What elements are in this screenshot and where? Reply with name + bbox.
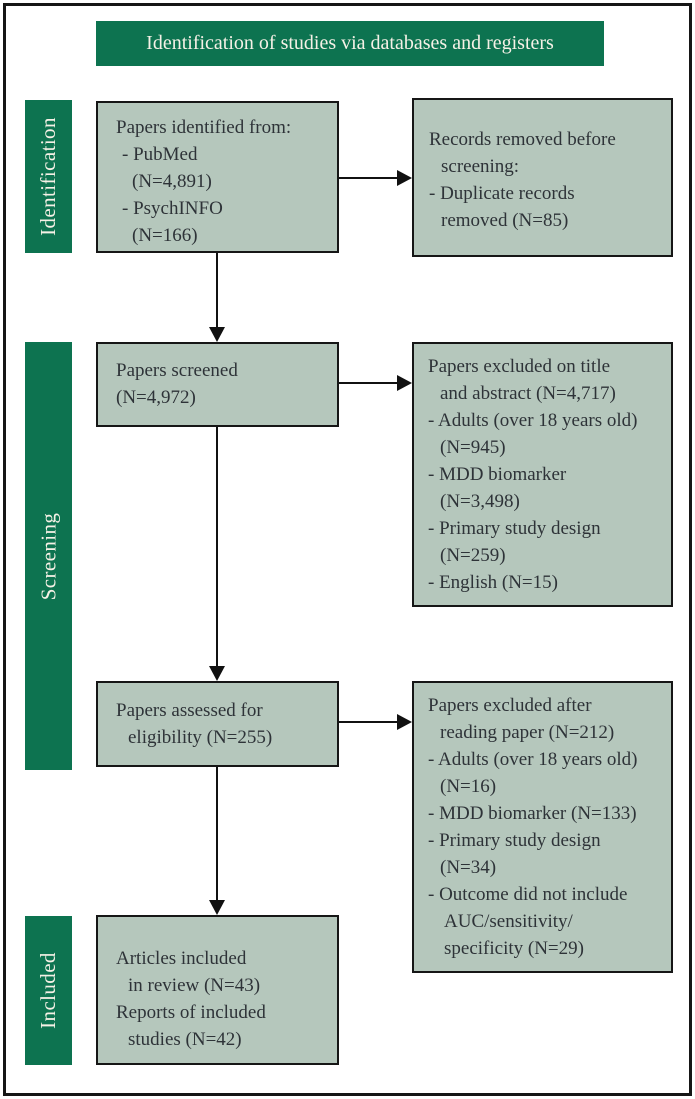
stage-label-identification: Identification: [36, 117, 61, 236]
box-line: - Outcome did not include: [428, 884, 628, 905]
box-line: screening:: [441, 156, 520, 177]
box-line: (N=166): [132, 225, 198, 246]
box-papers-screened: Papers screened (N=4,972): [96, 342, 339, 427]
box-line: - Primary study design: [428, 830, 601, 851]
box-excluded-after-reading: Papers excluded after reading paper (N=2…: [412, 681, 673, 973]
stage-bar-included: Included: [25, 916, 72, 1065]
box-line: removed (N=85): [441, 210, 569, 231]
box-line: - PsychINFO: [122, 198, 223, 219]
arrow-identified-to-removed: [339, 170, 412, 186]
box-line: specificity (N=29): [444, 938, 584, 959]
box-line: Records removed before: [429, 129, 616, 150]
box-line: (N=3,498): [440, 491, 520, 512]
box-line: (N=34): [440, 857, 497, 878]
box-line: - MDD biomarker (N=133): [428, 803, 637, 824]
box-line: - Adults (over 18 years old): [428, 749, 638, 770]
box-excluded-title-abstract: Papers excluded on title and abstract (N…: [412, 342, 673, 607]
box-line: studies (N=42): [128, 1029, 242, 1050]
box-papers-assessed-eligibility: Papers assessed for eligibility (N=255): [96, 681, 339, 767]
box-line: in review (N=43): [128, 975, 261, 996]
box-records-removed-before-screening: Records removed before screening: - Dupl…: [412, 98, 673, 257]
stage-bar-identification: Identification: [25, 100, 72, 253]
box-papers-identified: Papers identified from: - PubMed (N=4,89…: [96, 101, 339, 253]
box-line: (N=16): [440, 776, 497, 797]
box-line: eligibility (N=255): [128, 727, 273, 748]
box-line: Papers screened: [116, 360, 238, 381]
box-line: (N=259): [440, 545, 506, 566]
box-line: - Duplicate records: [429, 183, 575, 204]
box-line: and abstract (N=4,717): [440, 383, 616, 404]
box-articles-included: Articles included in review (N=43) Repor…: [96, 915, 339, 1065]
box-line: Papers identified from:: [116, 117, 292, 138]
box-line: Articles included: [116, 948, 247, 969]
box-line: - Primary study design: [428, 518, 601, 539]
stage-bar-screening: Screening: [25, 342, 72, 770]
header-title: Identification of studies via databases …: [146, 32, 554, 54]
box-line: (N=4,972): [116, 387, 196, 408]
arrow-screened-to-excluded-title: [339, 375, 412, 391]
box-line: (N=4,891): [132, 171, 212, 192]
box-line: - PubMed: [122, 144, 198, 165]
arrow-screened-to-assessed: [209, 427, 225, 681]
stage-label-included: Included: [36, 952, 61, 1029]
box-line: - MDD biomarker: [428, 464, 567, 485]
box-line: - Adults (over 18 years old): [428, 410, 638, 431]
stage-label-screening: Screening: [36, 512, 61, 600]
box-line: AUC/sensitivity/: [444, 911, 573, 932]
box-line: Papers excluded on title: [428, 356, 611, 377]
arrow-assessed-to-included: [209, 767, 225, 915]
box-line: (N=945): [440, 437, 506, 458]
box-line: Papers assessed for: [116, 700, 263, 721]
box-line: Reports of included: [116, 1002, 266, 1023]
arrow-identified-to-screened: [209, 253, 225, 342]
arrow-assessed-to-excluded-reading: [339, 714, 412, 730]
header-banner: Identification of studies via databases …: [96, 21, 604, 66]
box-line: Papers excluded after: [428, 695, 592, 716]
box-line: - English (N=15): [428, 572, 558, 593]
box-line: reading paper (N=212): [440, 722, 615, 743]
